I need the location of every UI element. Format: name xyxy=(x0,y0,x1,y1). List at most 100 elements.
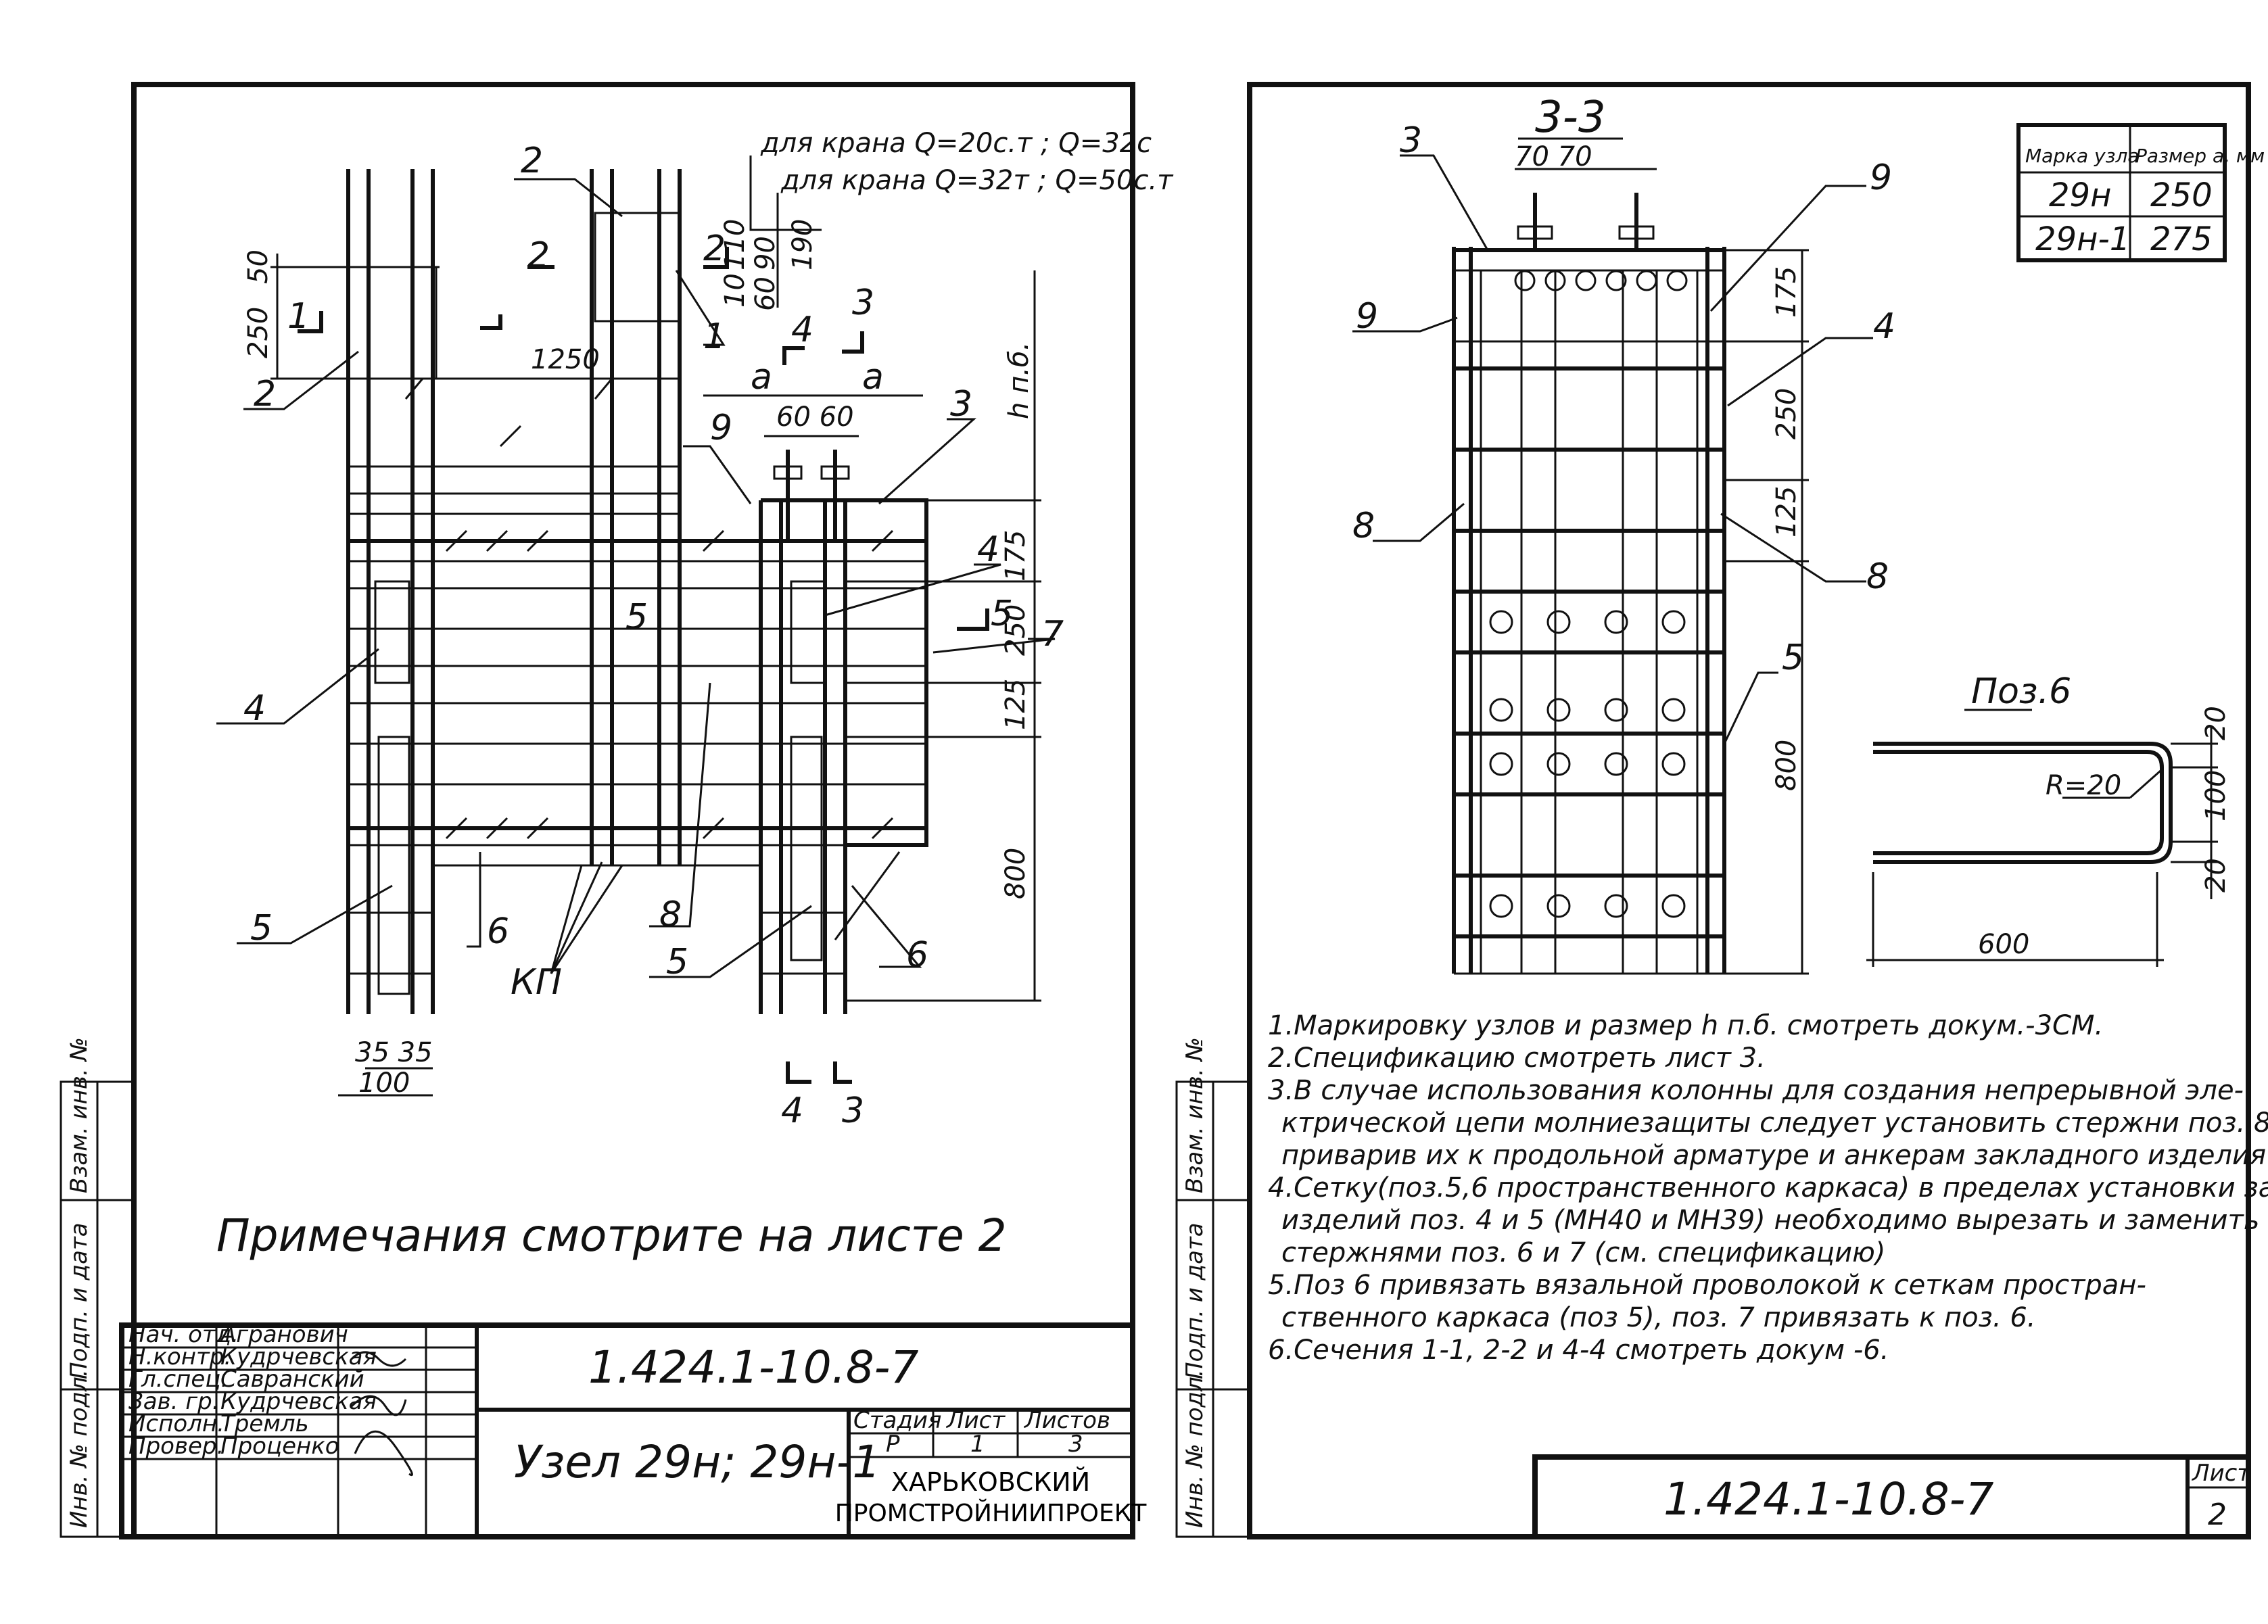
sheet1-side-strip: Инв. № подл. Подп. и дата Взам. инв. № xyxy=(60,1037,135,1538)
pos2-9-left: 9 xyxy=(1356,296,1378,337)
sheet2-sheet-value: 2 xyxy=(2208,1498,2227,1532)
sheets-header: Листов xyxy=(1023,1407,1110,1434)
section-3-3 xyxy=(1452,193,1726,975)
dimension-lines-sheet1 xyxy=(270,254,1041,1097)
plate-pos4-left xyxy=(374,580,410,684)
dim-a-right: a xyxy=(862,357,884,398)
dim-2-10: 10 xyxy=(719,273,751,308)
anchor-bolts xyxy=(773,450,850,541)
poz6-20-top: 20 xyxy=(2200,706,2231,740)
dim-250: 250 xyxy=(243,307,274,358)
pos2-9-right: 9 xyxy=(1870,158,1892,198)
dim-190: 190 xyxy=(787,219,818,270)
pos-4-left: 4 xyxy=(243,688,266,729)
pos-4-right: 4 xyxy=(977,529,999,570)
plate-pos2 xyxy=(347,266,438,380)
name-3: Кудрчевская xyxy=(220,1388,377,1415)
role-1: Н.контр. xyxy=(128,1343,231,1370)
dim-35-35: 35 35 xyxy=(355,1037,433,1068)
plate-pos1 xyxy=(594,212,681,323)
note-line-4: ктрической цепи молниезащиты следует уст… xyxy=(1281,1107,2268,1139)
cut-4-bottom: 4 xyxy=(781,1091,803,1131)
dim-800: 800 xyxy=(1000,848,1031,899)
leaders-sheet1 xyxy=(216,178,1056,978)
notes-list: 1.Маркировку узлов и размер h п.б. смотр… xyxy=(1268,1010,2268,1366)
sheet2-title-block xyxy=(1532,1454,2251,1539)
table-row1-size: 250 xyxy=(2150,176,2213,214)
pos-9: 9 xyxy=(710,408,732,448)
side-label-sign: Подп. и дата xyxy=(66,1222,93,1379)
cut-3-top: 3 xyxy=(852,283,874,323)
pos2-3: 3 xyxy=(1400,120,1422,161)
role-5: Провер. xyxy=(128,1433,224,1460)
pos-3: 3 xyxy=(950,384,972,425)
dim-1250: 1250 xyxy=(531,344,600,375)
pos-5-inner: 5 xyxy=(625,597,648,638)
dim2-175: 175 xyxy=(1771,266,1802,318)
cut-3-bottom: 3 xyxy=(842,1091,864,1131)
section-title: 3-3 xyxy=(1535,93,1606,143)
pos2-8-right: 8 xyxy=(1866,556,1889,597)
cut-markers xyxy=(298,247,989,1084)
sheet-2: Инв. № подл. Подп. и дата Взам. инв. № 3… xyxy=(1175,82,2268,1539)
name-1: Кудрчевская xyxy=(220,1343,377,1370)
table-header-size: Размер a, мм xyxy=(2135,145,2265,167)
table-row1-mark: 29н xyxy=(2049,176,2111,214)
pos-5-right: 5 xyxy=(666,942,688,982)
ties xyxy=(404,378,901,940)
sheet-1: Инв. № подл. Подп. и дата Взам. инв. № д… xyxy=(60,82,1174,1539)
pos-kp: КП xyxy=(511,962,562,1003)
poz6-20-bottom: 20 xyxy=(2200,858,2231,892)
role-4: Исполн. xyxy=(128,1410,225,1437)
side2-label-sign: Подп. и дата xyxy=(1181,1222,1208,1379)
dim-110: 110 xyxy=(719,219,751,270)
dim-90: 90 xyxy=(750,236,781,270)
dim-175: 175 xyxy=(1000,530,1031,581)
dim-60: 60 xyxy=(750,277,781,311)
name-2: Савранский xyxy=(220,1366,364,1393)
signatures xyxy=(350,1351,413,1476)
dim-hpb: h п.б. xyxy=(1003,342,1035,419)
org-line-2: ПРОМСТРОЙНИИПРОЕКТ xyxy=(835,1499,1148,1527)
embedded-plates xyxy=(347,212,826,995)
poz6-600: 600 xyxy=(1978,929,2029,960)
doc-number-sheet2: 1.424.1-10.8-7 xyxy=(1663,1473,1994,1525)
cut-1-left: 1 xyxy=(287,296,310,337)
doc-number-sheet1: 1.424.1-10.8-7 xyxy=(588,1341,919,1393)
sheet1-title-block xyxy=(119,1322,1135,1539)
pos-7: 7 xyxy=(1041,614,1064,654)
pos-5-left: 5 xyxy=(250,908,273,949)
pos2-4: 4 xyxy=(1873,306,1895,347)
table-header-mark: Марка узла xyxy=(2025,145,2140,167)
name-0: Агранович xyxy=(219,1321,348,1348)
dim-a-left: a xyxy=(751,357,772,398)
side2-label-replace: Взам. инв. № xyxy=(1181,1037,1208,1193)
notes-reference: Примечания смотрите на листе 2 xyxy=(216,1210,1007,1262)
crane-note-1: для крана Q=20с.т ; Q=32с xyxy=(760,128,1152,159)
side2-label-inv: Инв. № подл. xyxy=(1181,1369,1208,1528)
poz6-detail xyxy=(1866,709,2218,967)
dim2-125: 125 xyxy=(1771,486,1802,538)
role-0: Нач. отд. xyxy=(128,1321,239,1348)
note-line-6: 4.Сетку(поз.5,6 пространственного каркас… xyxy=(1268,1172,2268,1203)
dim2-250: 250 xyxy=(1771,388,1802,439)
org-line-1: ХАРЬКОВСКИЙ xyxy=(891,1467,1090,1497)
poz6-100: 100 xyxy=(2200,770,2231,821)
sheets-value: 3 xyxy=(1068,1431,1083,1458)
sheet-value: 1 xyxy=(970,1431,985,1458)
note-line-11: 6.Сечения 1-1, 2-2 и 4-4 смотреть докум … xyxy=(1268,1335,1889,1366)
pos-2-left: 2 xyxy=(254,374,276,414)
plate-pos5-right xyxy=(790,736,823,961)
plate-pos4-right xyxy=(790,580,826,684)
pos2-8-left: 8 xyxy=(1352,506,1375,546)
dim-100: 100 xyxy=(358,1068,410,1099)
note-line-9: 5.Поз 6 привязать вязальной проволокой к… xyxy=(1268,1270,2146,1301)
poz6-title: Поз.6 xyxy=(1971,671,2071,712)
crane-note-2: для крана Q=32т ; Q=50с.т xyxy=(780,165,1174,196)
poz6-radius: R=20 xyxy=(2046,770,2121,801)
pos-8: 8 xyxy=(659,894,682,935)
leaders-sheet2 xyxy=(1352,154,1873,744)
name-4: Тремль xyxy=(220,1410,309,1437)
stage-header: Стадия xyxy=(853,1407,941,1434)
